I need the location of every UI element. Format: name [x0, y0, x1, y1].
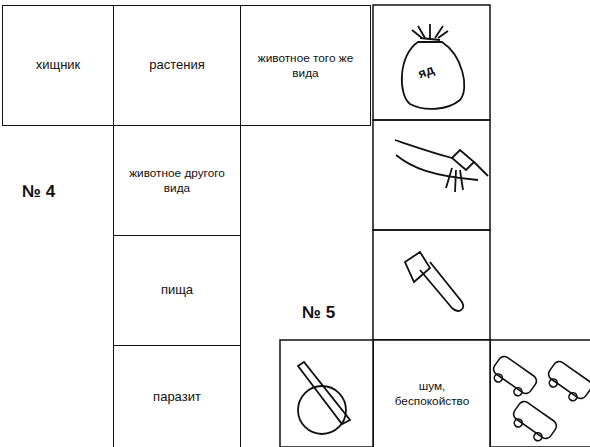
wheel	[567, 391, 578, 402]
term-box: животное того же вида	[240, 5, 371, 126]
term-box: животное другого вида	[113, 125, 241, 236]
gun	[298, 362, 350, 434]
picture-box	[373, 5, 490, 120]
term-box: шум, беспокойство	[373, 339, 491, 447]
car-body	[546, 359, 590, 401]
bag-body	[402, 42, 464, 109]
wheel	[532, 431, 543, 442]
bag-tuft	[412, 24, 448, 38]
term-text: хищник	[28, 53, 89, 77]
axe	[405, 252, 463, 311]
picture-box	[490, 340, 590, 447]
term-text: животное того же вида	[241, 47, 370, 84]
term-text: пища	[153, 278, 201, 302]
term-text: растения	[141, 53, 212, 77]
picture-box	[373, 230, 490, 340]
wheel	[493, 372, 504, 383]
exercise-number: № 5	[302, 303, 335, 323]
term-text: паразит	[145, 385, 209, 409]
term-box: паразит	[113, 345, 241, 447]
bag-tie	[418, 38, 442, 42]
term-box: хищник	[2, 5, 114, 126]
barrel	[298, 362, 350, 424]
term-box: растения	[113, 5, 241, 126]
exercise-number: № 4	[22, 182, 55, 202]
wheel	[548, 377, 559, 388]
hand-with-match	[395, 140, 488, 192]
car	[543, 359, 590, 406]
cigarette	[452, 150, 474, 170]
sparks	[446, 162, 488, 192]
wheel	[513, 417, 524, 428]
picture-box	[373, 120, 490, 230]
car	[488, 354, 539, 401]
term-box: пища	[113, 235, 241, 346]
poison-bag	[402, 24, 464, 109]
car	[508, 399, 559, 446]
arm-line	[396, 155, 478, 180]
wheel	[298, 386, 346, 434]
axe-handle	[420, 262, 463, 311]
picture-box	[280, 340, 373, 447]
wheel	[512, 386, 523, 397]
arm-line	[395, 140, 452, 158]
term-text: животное другого вида	[114, 162, 240, 199]
cars	[488, 354, 590, 446]
term-text: шум, беспокойство	[374, 375, 490, 412]
bag-label: яд	[416, 62, 436, 82]
